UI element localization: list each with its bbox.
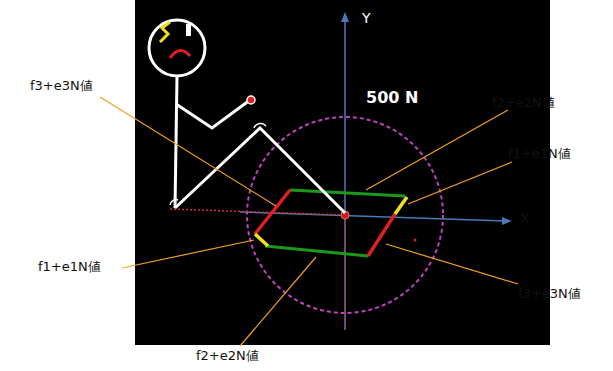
scale-label: 500 N [366,88,418,107]
f2-segment [265,246,368,256]
force-label: f2+e2N値 [492,95,555,111]
leader-line [100,97,518,346]
axis-label: Y [362,10,371,27]
f1-segment [255,234,268,246]
f1-segment [395,197,407,214]
f3-segment [368,214,395,256]
f2-segment [290,190,405,196]
hand [247,96,255,104]
dot [414,239,417,242]
stick-figure [149,20,345,213]
y-arrow [341,12,349,22]
ref-line [344,215,346,330]
mouth [170,50,190,58]
force-label: f1+e1N値 [38,259,101,275]
force-label: f2+e2N値 [196,348,259,364]
eye [186,24,191,36]
force-label: f1+e1N値 [508,146,571,162]
force-label: f3+e3N値 [30,78,93,94]
force-label: f3+e3N値 [518,286,581,302]
y-axis [344,18,346,330]
x-arrow [502,217,512,225]
ref-line [170,209,345,215]
eye [160,22,170,42]
axis-label: X [520,210,530,227]
black-panel [135,0,550,345]
